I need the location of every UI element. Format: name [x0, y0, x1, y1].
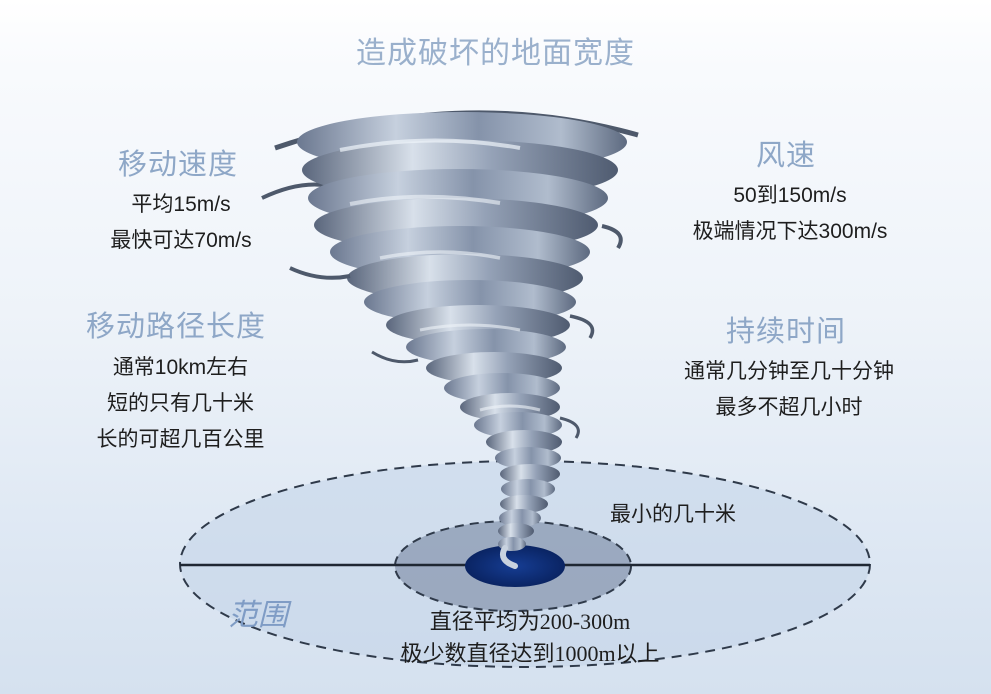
path-length-line: 通常10km左右	[112, 356, 249, 379]
move-speed-info: 平均15m/s 最快可达70m/s	[96, 187, 266, 259]
duration-heading: 持续时间	[726, 316, 847, 348]
path-length-line: 短的只有几十米	[107, 392, 254, 415]
wind-speed-line: 极端情况下达300m/s	[692, 220, 888, 243]
diameter-line: 极少数直径达到1000m以上	[400, 641, 660, 666]
move-speed-line: 平均15m/s	[131, 193, 231, 216]
duration-line: 最多不超几小时	[715, 396, 863, 419]
min-width-label: 最小的几十米	[610, 503, 736, 526]
move-speed-heading: 移动速度	[118, 149, 239, 181]
wind-speed-info: 50到150m/s 极端情况下达300m/s	[672, 178, 908, 250]
range-label: 范围	[228, 599, 288, 632]
path-length-heading: 移动路径长度	[86, 311, 267, 343]
wind-speed-line: 50到150m/s	[733, 184, 847, 207]
path-length-info: 通常10km左右 短的只有几十米 长的可超几百公里	[83, 350, 278, 458]
path-length-line: 长的可超几百公里	[96, 428, 265, 451]
duration-info: 通常几分钟至几十分钟 最多不超几小时	[665, 354, 913, 426]
duration-line: 通常几分钟至几十分钟	[684, 360, 894, 383]
diameter-info: 直径平均为200-300m 极少数直径达到1000m以上	[380, 606, 680, 670]
diameter-line: 直径平均为200-300m	[429, 609, 631, 634]
tornado-funnel	[261, 110, 639, 569]
wind-speed-heading: 风速	[756, 140, 817, 172]
page-title: 造成破坏的地面宽度	[356, 37, 635, 70]
move-speed-line: 最快可达70m/s	[110, 229, 252, 252]
